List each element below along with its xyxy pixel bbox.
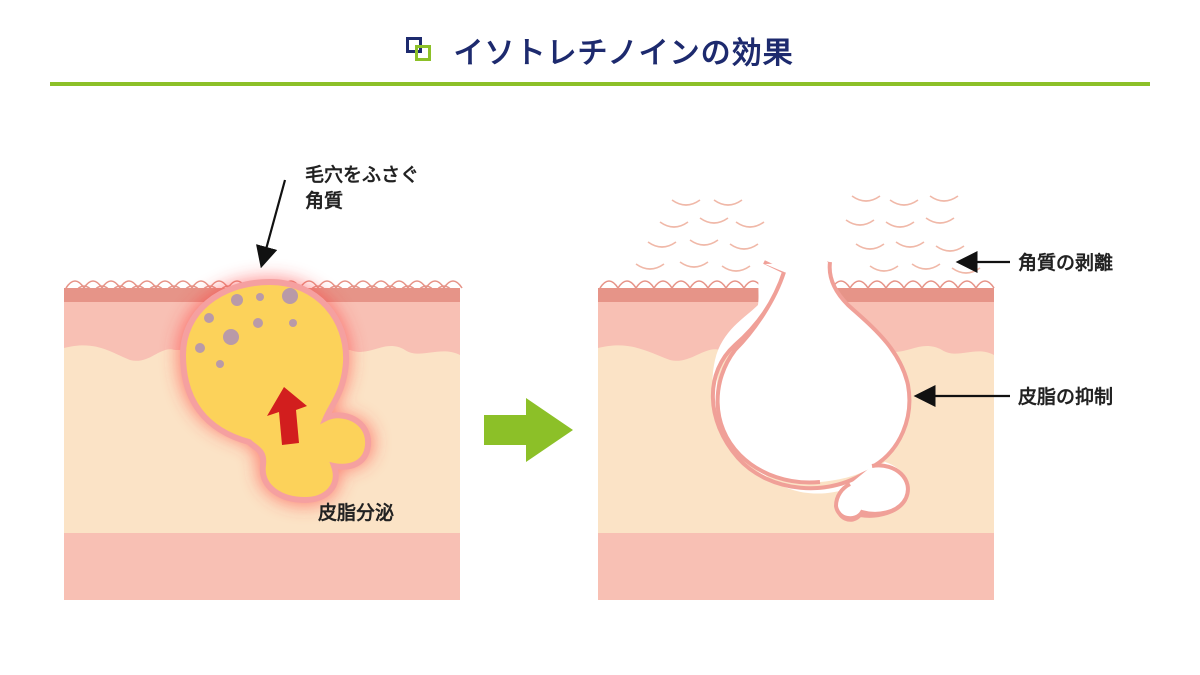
keratin-pointer-arrow <box>256 179 287 269</box>
right-skin-diagram <box>598 195 1010 600</box>
pore-lobe <box>833 463 910 521</box>
right-surface-scales <box>599 280 995 290</box>
page-title: イソトレチノインの効果 <box>453 36 794 71</box>
label-keratin-peeling: 角質の剥離 <box>1018 251 1113 274</box>
peeling-keratin-scales <box>635 195 981 274</box>
title-wrap: イソトレチノインの効果 <box>0 28 1200 72</box>
sebum-particles <box>195 288 298 368</box>
square-logo-icon <box>406 37 434 63</box>
header: イソトレチノインの効果 <box>0 0 1200 90</box>
title-underline <box>50 82 1150 86</box>
transition-arrow-icon <box>484 398 573 462</box>
label-sebum-suppression: 皮脂の抑制 <box>1018 385 1113 408</box>
label-keratin-line1: 毛穴をふさぐ <box>305 163 419 186</box>
label-keratin-line2: 角質 <box>305 189 343 212</box>
label-sebum-secretion: 皮脂分泌 <box>318 501 394 524</box>
left-skin-diagram <box>64 179 463 600</box>
pore-wall-left <box>710 260 909 522</box>
red-up-arrow-icon <box>267 387 307 445</box>
